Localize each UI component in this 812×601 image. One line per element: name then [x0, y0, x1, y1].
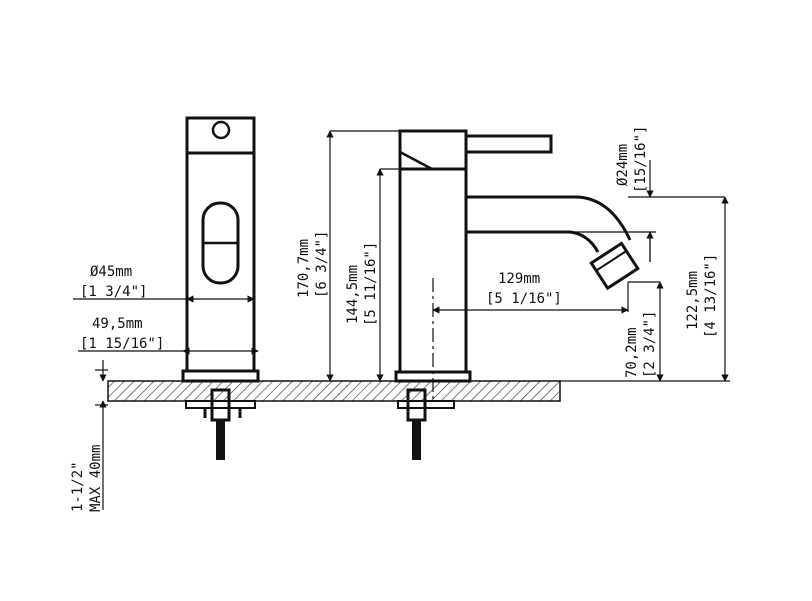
base-height-inch-label: [1 15/16"]: [80, 336, 164, 352]
max-deck-inch-label: 1-1/2": [70, 461, 86, 512]
spout-diameter-label: Ø24mm: [615, 144, 631, 186]
total-height-label: 170,7mm: [296, 239, 312, 298]
spout-diameter-inch-label: [15/16"]: [633, 126, 649, 193]
body-height-label: 144,5mm: [345, 265, 361, 324]
front-view-faucet: [394, 129, 640, 460]
diameter-base-label: Ø45mm: [90, 264, 132, 280]
countertop: [107, 380, 561, 402]
total-height-inch-label: [6 3/4"]: [314, 231, 330, 298]
dimension-labels: Ø45mm [1 3/4"] 49,5mm [1 15/16"] 170,7mm…: [70, 126, 719, 512]
spout-height-label: 122,5mm: [685, 271, 701, 330]
spout-reach-inch-label: [5 1/16"]: [486, 291, 562, 307]
outlet-height-label: 70,2mm: [624, 327, 640, 378]
max-deck-mm-label: MAX 40mm: [88, 445, 104, 512]
diameter-base-inch-label: [1 3/4"]: [80, 284, 147, 300]
body-height-inch-label: [5 11/16"]: [363, 242, 379, 326]
spout-reach-label: 129mm: [498, 271, 540, 287]
dimension-lines: [73, 130, 730, 510]
handle-screw-icon: [211, 120, 231, 140]
spout-height-inch-label: [4 13/16"]: [703, 254, 719, 338]
base-height-label: 49,5mm: [92, 316, 143, 332]
side-view-faucet: [181, 116, 260, 460]
outlet-height-inch-label: [2 3/4"]: [642, 311, 658, 378]
